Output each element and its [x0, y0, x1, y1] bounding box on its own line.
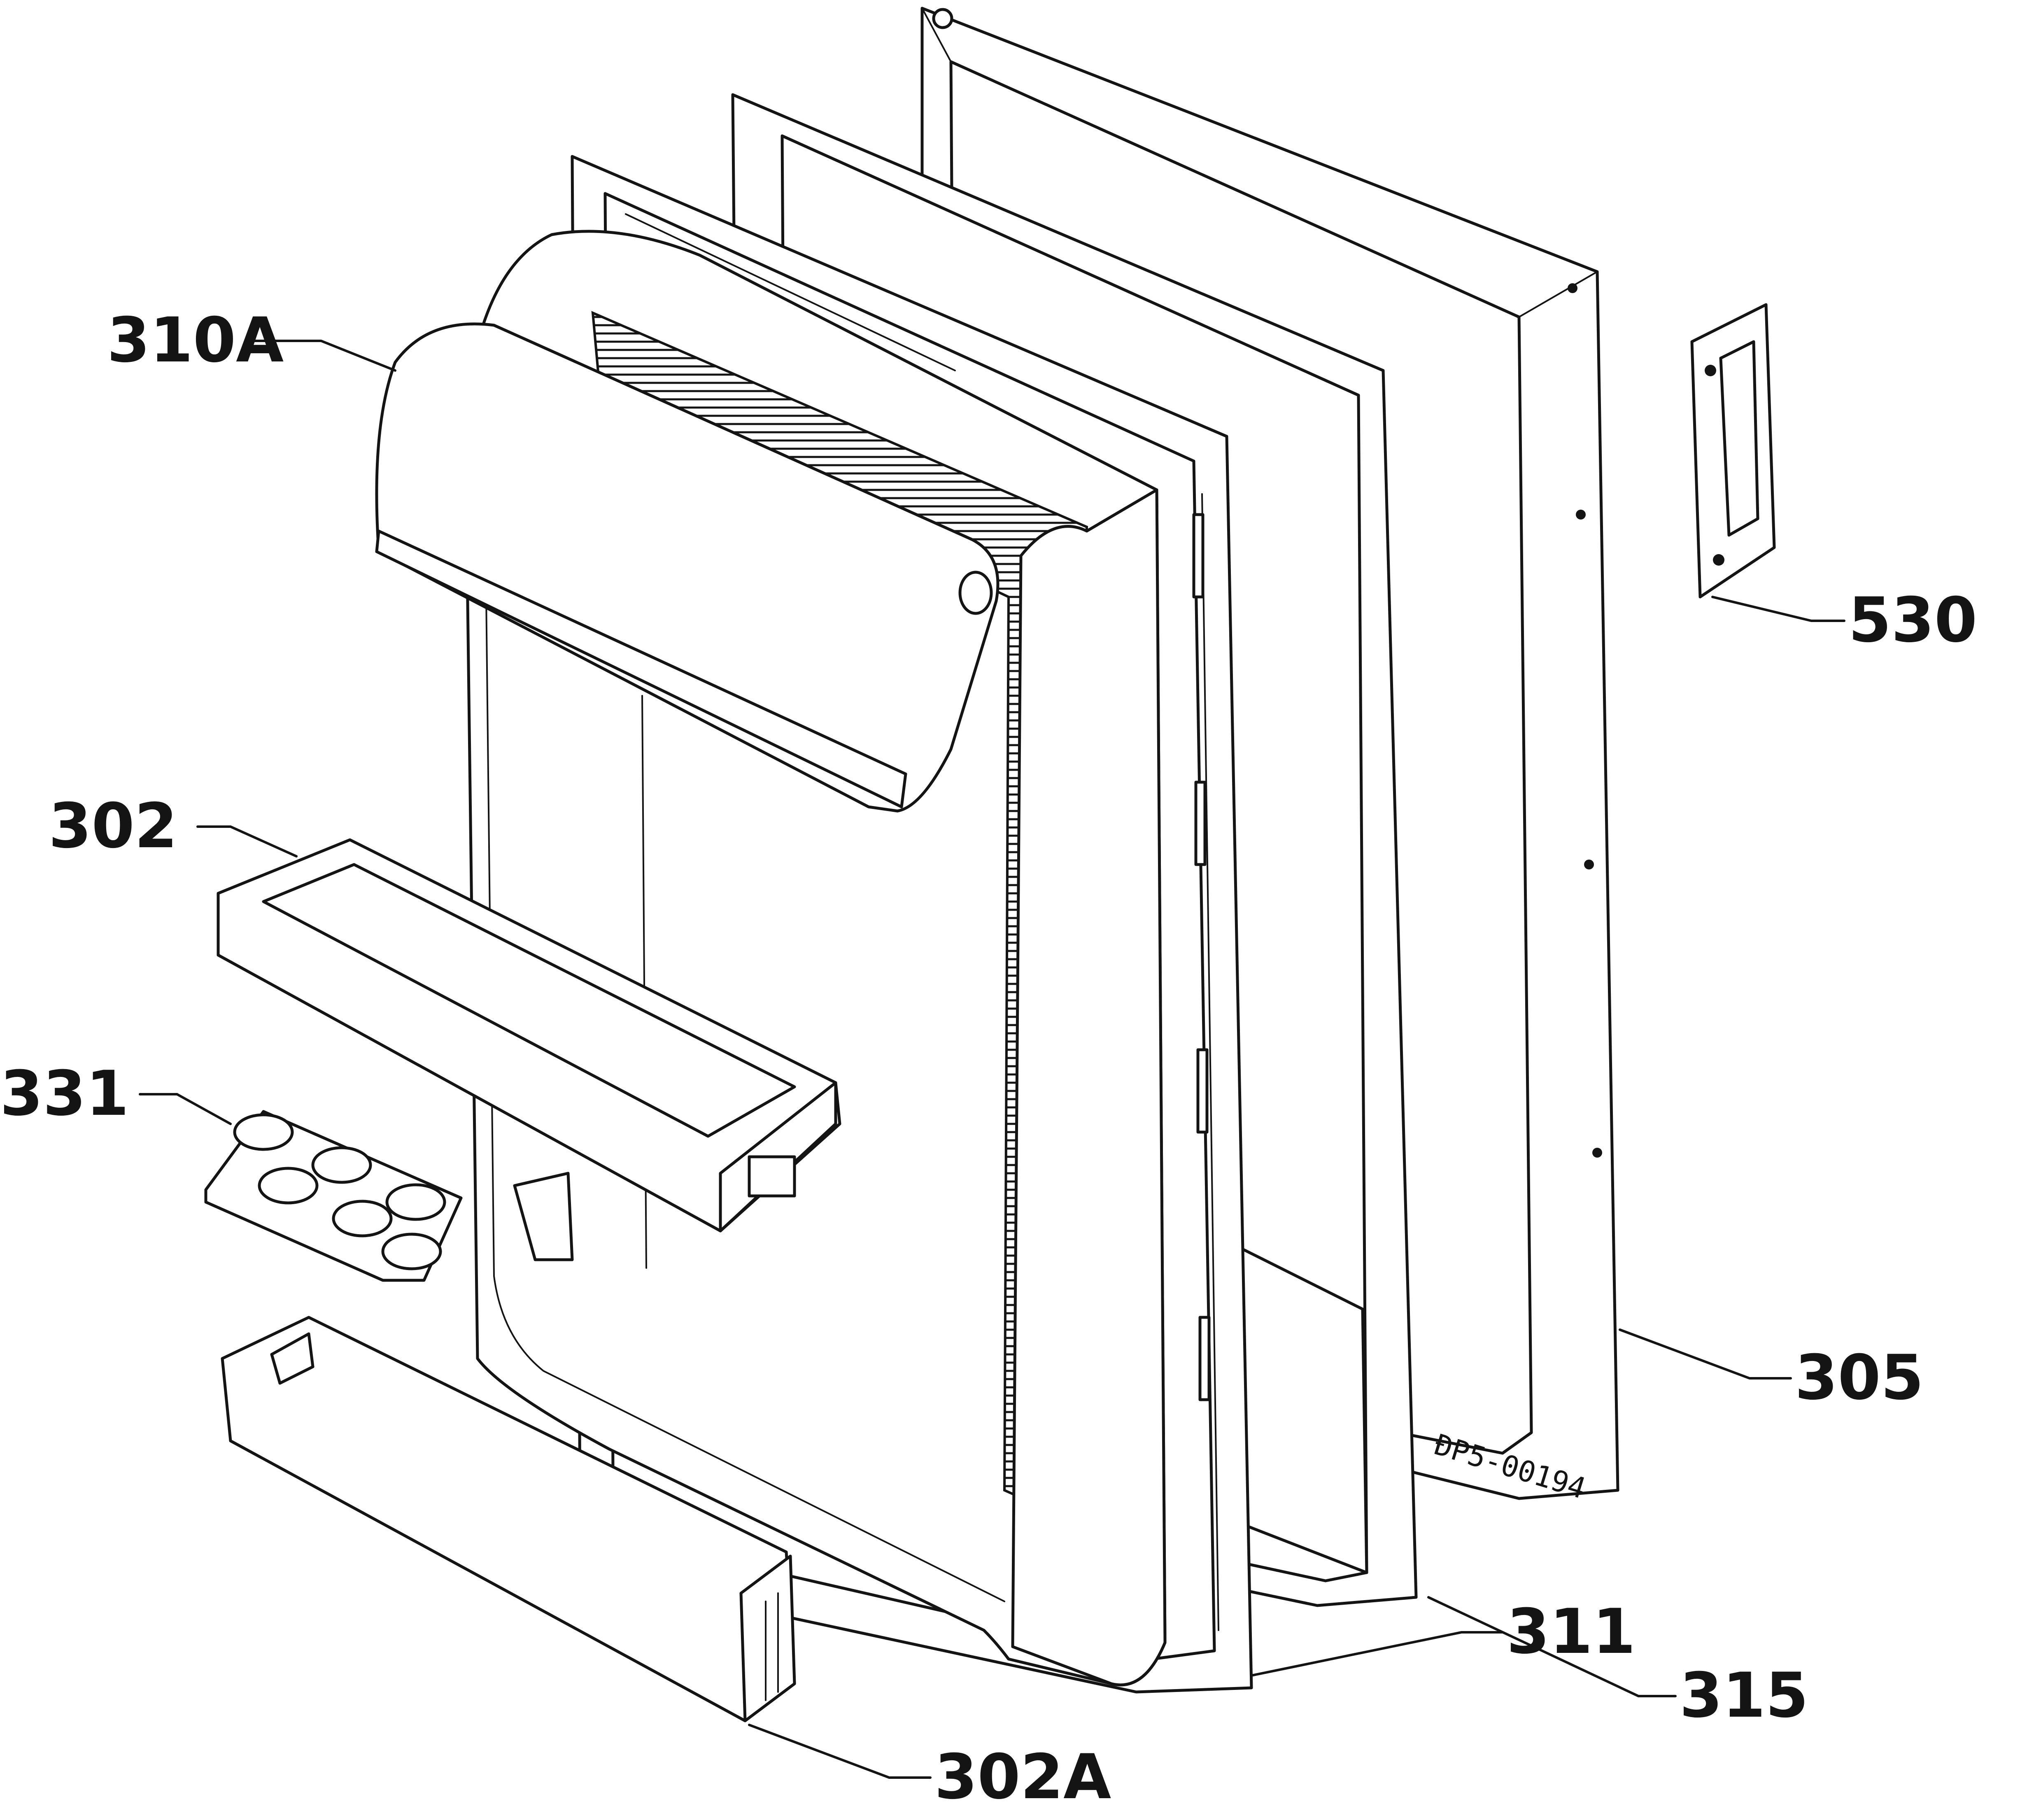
- callout-530: 530: [1848, 585, 1977, 656]
- egg-tray: [204, 1110, 463, 1282]
- callout-311: 311: [1507, 1596, 1636, 1668]
- callout-302a: 302A: [934, 1741, 1111, 1813]
- callout-310a: 310A: [107, 305, 284, 376]
- callout-315: 315: [1680, 1660, 1808, 1731]
- dairy-compartment-cover: [375, 322, 1000, 813]
- bottle-rail: [221, 1316, 796, 1722]
- door-handle: [1690, 303, 1776, 599]
- callout-302: 302: [49, 790, 177, 862]
- door-shelf: [217, 838, 841, 1233]
- callout-331: 331: [0, 1058, 129, 1130]
- leader-lines: [139, 340, 1845, 1779]
- callout-305: 305: [1795, 1342, 1924, 1414]
